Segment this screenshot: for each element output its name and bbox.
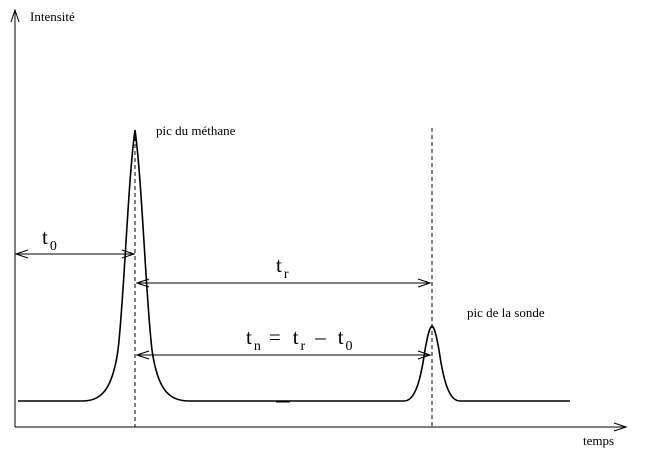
x-axis-label: temps [583,433,614,448]
methane-peak-label: pic du méthane [156,123,236,138]
signal-curve [18,129,570,402]
probe-peak-label: pic de la sonde [467,305,545,320]
y-axis-label: Intensité [30,9,75,24]
